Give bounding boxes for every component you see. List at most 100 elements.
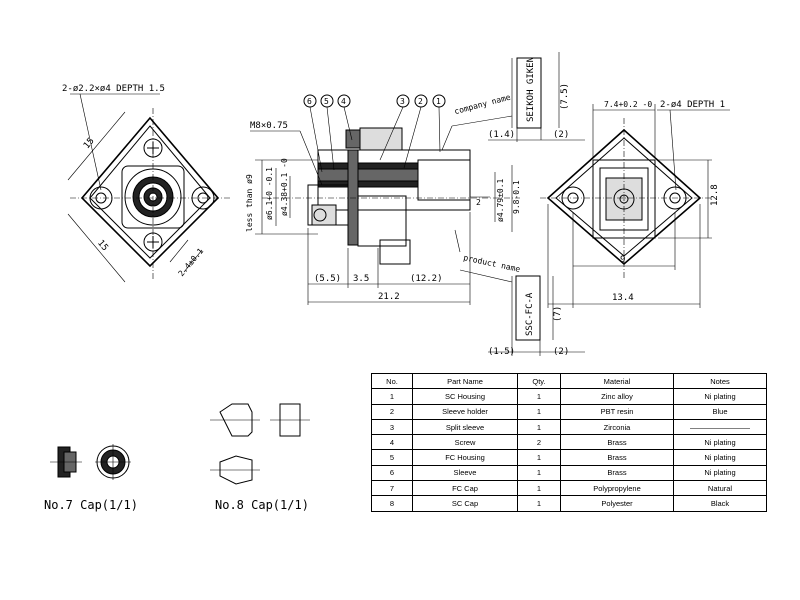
product-name-label: product name: [463, 253, 522, 274]
front-view: 2-ø2.2×ø4 DEPTH 1.5 15 15 2.4±0.1: [62, 84, 232, 283]
cell-part-name: FC Housing: [412, 449, 518, 466]
cell-material: Brass: [560, 434, 674, 451]
front-dim-pitch: 2.4±0.1: [177, 246, 206, 278]
rear-view: 7.4+0.2 -0 2-ø4 DEPTH 1 12.8 9 13.4: [540, 100, 730, 308]
cell-no: 6: [371, 464, 413, 482]
front-dim-bottom: 15: [95, 238, 110, 253]
cell-notes: Black: [673, 495, 767, 512]
dim-5-5: (5.5): [314, 274, 341, 284]
dim-2-bottom: (2): [553, 347, 569, 357]
product-marking: SSC-FC-A (7) (1.5) (2): [488, 275, 585, 357]
cell-qty: 2: [517, 434, 561, 451]
front-hole-note: 2-ø2.2×ø4 DEPTH 1.5: [62, 84, 165, 94]
dim-6-1: ø6.1+0 -0.1: [265, 167, 274, 220]
col-notes: Notes: [673, 372, 767, 390]
cell-part-name: Sleeve: [412, 464, 518, 482]
cell-notes: Ni plating: [673, 464, 767, 482]
dim-1-4: (1.4): [488, 130, 515, 140]
cell-notes: Natural: [673, 480, 767, 497]
table-header-row: No. Part Name Qty. Material Notes: [371, 372, 767, 390]
cell-part-name: SC Housing: [412, 388, 518, 405]
side-view: 6 5 4 3 2 1 M8×0.75 company name product…: [245, 93, 521, 305]
cell-qty: 1: [517, 480, 561, 497]
dim-1-5: (1.5): [488, 347, 515, 357]
cell-notes: Ni plating: [673, 434, 767, 451]
cell-qty: 1: [517, 495, 561, 512]
cap7-label: No.7 Cap(1/1): [44, 498, 138, 512]
dim-7-4: 7.4+0.2 -0: [604, 100, 652, 109]
cell-qty: 1: [517, 464, 561, 482]
cell-notes: Blue: [673, 403, 767, 420]
cell-no: 8: [371, 495, 413, 512]
dim-7: (7): [553, 306, 563, 322]
cell-notes: ――――――――: [673, 418, 767, 436]
cell-qty: 1: [517, 388, 561, 405]
company-name-label: company name: [453, 93, 511, 117]
dim-4-38: ø4.38+0.1 -0: [280, 158, 289, 216]
cap8-label: No.8 Cap(1/1): [215, 498, 309, 512]
thread-note: M8×0.75: [250, 121, 288, 131]
dim-2: 2: [476, 198, 481, 207]
balloon-1: 1: [436, 97, 441, 106]
dim-12-8: 12.8: [710, 184, 720, 206]
col-qty: Qty.: [517, 372, 561, 390]
cell-material: Polypropylene: [560, 480, 674, 497]
cell-material: PBT resin: [560, 403, 674, 420]
dim-3-5: 3.5: [353, 274, 369, 284]
company-marking-text: SEIKOH GIKEN: [526, 57, 536, 122]
product-marking-text: SSC-FC-A: [525, 292, 535, 336]
cell-no: 3: [371, 418, 413, 436]
cell-notes: Ni plating: [673, 449, 767, 466]
dim-7-5: (7.5): [560, 83, 570, 110]
col-part-name: Part Name: [412, 372, 518, 390]
company-marking: SEIKOH GIKEN (7.5) (1.4) (2): [488, 52, 585, 142]
cell-qty: 1: [517, 449, 561, 466]
cell-part-name: SC Cap: [412, 495, 518, 512]
cell-material: Polyester: [560, 495, 674, 512]
cell-notes: Ni plating: [673, 388, 767, 405]
cap7-drawing: No.7 Cap(1/1): [44, 444, 138, 512]
cell-qty: 1: [517, 418, 561, 436]
cell-part-name: Screw: [412, 434, 518, 451]
balloon-2: 2: [418, 97, 423, 106]
dim-2-top: (2): [553, 130, 569, 140]
balloon-4: 4: [341, 97, 346, 106]
cell-part-name: FC Cap: [412, 480, 518, 497]
dim-21-2: 21.2: [378, 292, 400, 302]
col-material: Material: [560, 372, 674, 390]
cap8-drawing: No.8 Cap(1/1): [210, 403, 310, 512]
dim-4-79: ø4.79±0.1: [496, 178, 505, 222]
balloon-3: 3: [400, 97, 405, 106]
cell-part-name: Split sleeve: [412, 418, 518, 436]
dim-12-2: (12.2): [410, 274, 443, 284]
cell-no: 4: [371, 434, 413, 451]
cell-material: Zirconia: [560, 418, 674, 436]
cell-no: 5: [371, 449, 413, 466]
cell-qty: 1: [517, 403, 561, 420]
cell-material: Brass: [560, 449, 674, 466]
dim-13-4: 13.4: [612, 293, 634, 303]
balloon-6: 6: [307, 97, 312, 106]
cell-material: Zinc alloy: [560, 388, 674, 405]
dim-9-8: 9.8-0.1: [512, 180, 521, 214]
dim-less-than-9: less than ø9: [245, 174, 254, 232]
dim-9-rear: 9: [620, 255, 625, 265]
cell-no: 2: [371, 403, 413, 420]
balloon-5: 5: [324, 97, 329, 106]
col-no: No.: [371, 372, 413, 390]
cell-no: 7: [371, 480, 413, 497]
cell-part-name: Sleeve holder: [412, 403, 518, 420]
cell-material: Brass: [560, 464, 674, 482]
cell-no: 1: [371, 388, 413, 405]
rear-hole-note: 2-ø4 DEPTH 1: [660, 100, 725, 110]
